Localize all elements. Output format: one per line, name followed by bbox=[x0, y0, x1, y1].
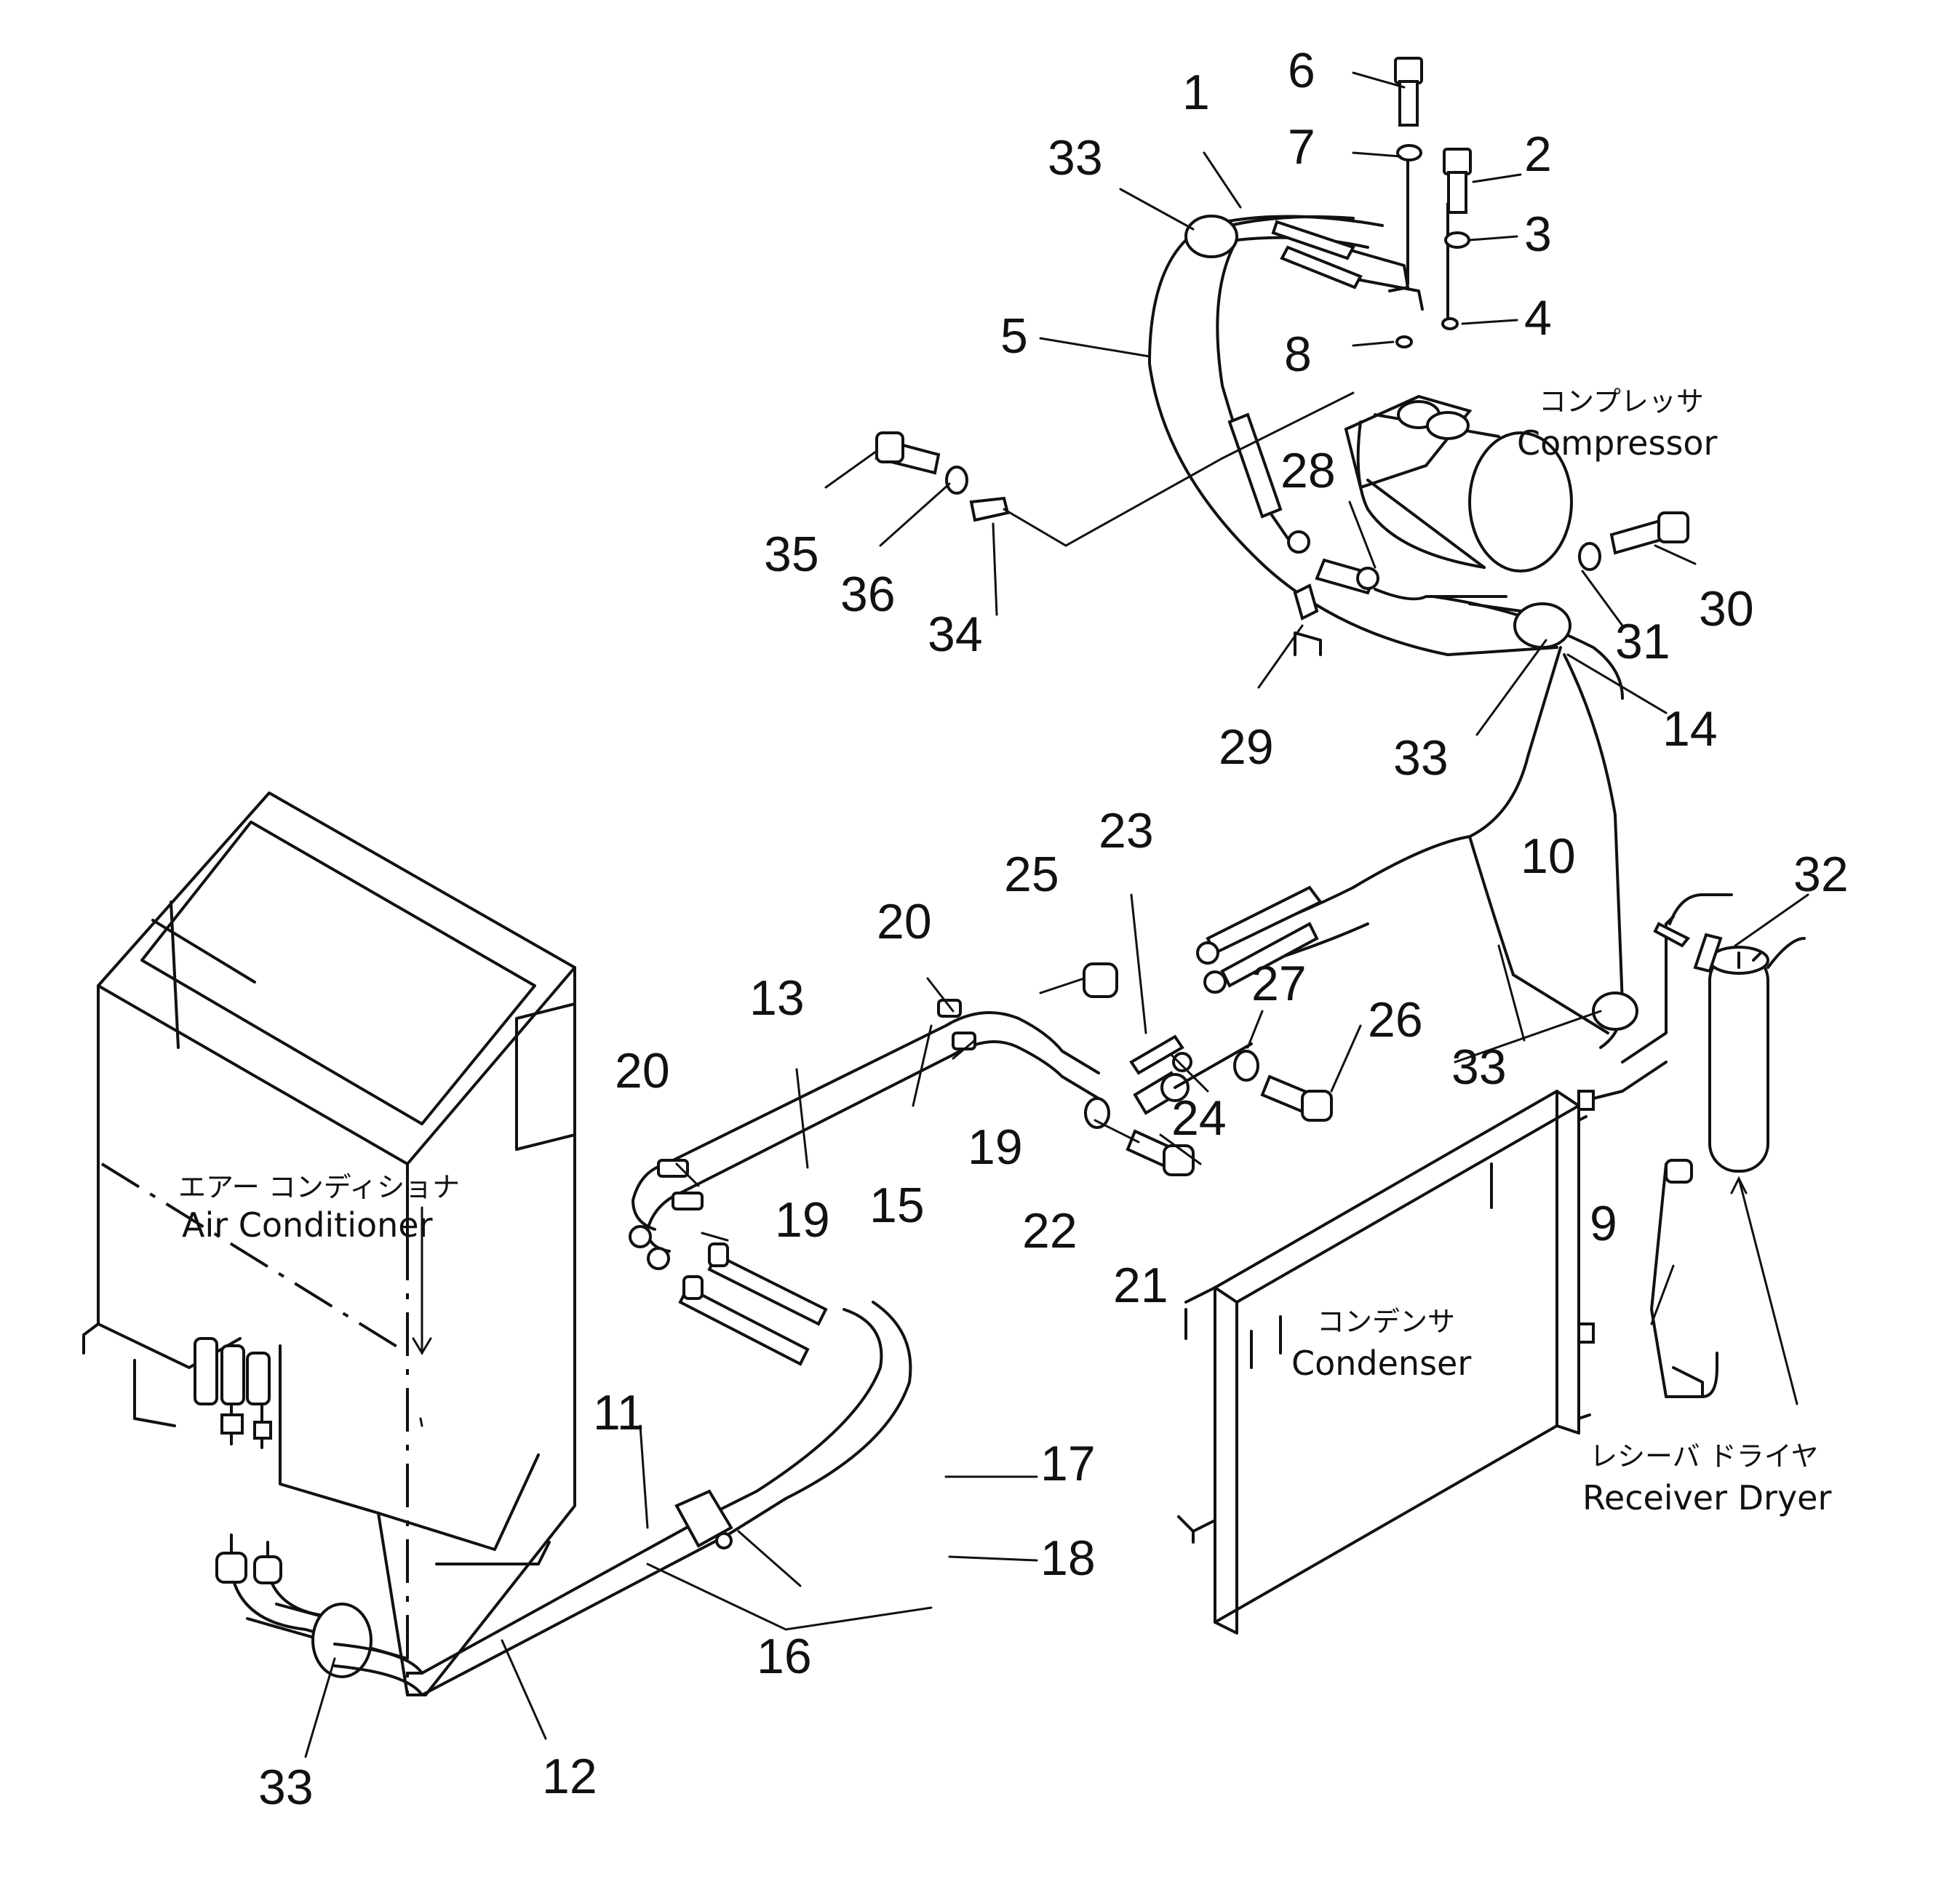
callout-1: 1 bbox=[1182, 65, 1210, 120]
callout-30: 30 bbox=[1699, 581, 1754, 637]
callout-29: 29 bbox=[1219, 719, 1274, 775]
callout-19: 19 bbox=[775, 1192, 830, 1248]
callout-9: 9 bbox=[1590, 1196, 1617, 1251]
receiver-dryer-label: Receiver Dryer bbox=[1582, 1478, 1831, 1517]
hose-10-14 bbox=[1196, 646, 1638, 1049]
callout-33c: 33 bbox=[1451, 1040, 1507, 1095]
callout-28: 28 bbox=[1280, 443, 1336, 498]
callout-23: 23 bbox=[1099, 803, 1154, 858]
condenser bbox=[1177, 1061, 1668, 1635]
callout-21: 21 bbox=[1113, 1258, 1168, 1313]
callout-24: 24 bbox=[1171, 1090, 1227, 1146]
compressor-label: Compressor bbox=[1517, 423, 1718, 463]
callout-33d: 33 bbox=[258, 1760, 314, 1815]
callout-7: 7 bbox=[1288, 119, 1315, 175]
callout-32: 32 bbox=[1793, 847, 1849, 902]
callout-4: 4 bbox=[1524, 290, 1552, 346]
callout-5: 5 bbox=[1000, 308, 1028, 364]
callout-19b: 19 bbox=[968, 1120, 1023, 1175]
callout-15: 15 bbox=[869, 1178, 925, 1233]
callout-33b: 33 bbox=[1393, 730, 1449, 786]
fasteners-upper bbox=[875, 57, 1689, 656]
air-conditioner-label: Air Conditioner bbox=[182, 1205, 433, 1245]
hose-end-fittings bbox=[678, 1242, 828, 1366]
fasteners-lower bbox=[1084, 1050, 1333, 1176]
callout-6: 6 bbox=[1288, 43, 1315, 98]
callout-27: 27 bbox=[1251, 956, 1307, 1011]
callout-18: 18 bbox=[1040, 1531, 1096, 1586]
callout-13: 13 bbox=[749, 970, 805, 1026]
leader-lines bbox=[304, 71, 1809, 1758]
receiver-dryer-label-jp: レシーバ ドライヤ bbox=[1590, 1440, 1819, 1472]
callout-33a: 33 bbox=[1048, 130, 1103, 185]
callout-20b: 20 bbox=[877, 894, 932, 949]
callout-26: 26 bbox=[1368, 992, 1423, 1048]
callout-25: 25 bbox=[1004, 847, 1059, 902]
callout-2: 2 bbox=[1524, 127, 1552, 182]
hose-1-5 bbox=[1148, 144, 1624, 700]
callout-17: 17 bbox=[1040, 1436, 1096, 1491]
condenser-label-jp: コンデンサ bbox=[1317, 1306, 1455, 1338]
air-conditioner-unit bbox=[82, 791, 576, 1696]
compressor-label-jp: コンプレッサ bbox=[1539, 386, 1704, 418]
clamp-16 bbox=[674, 1489, 733, 1549]
receiver-dryer bbox=[1621, 893, 1806, 1405]
callout-22: 22 bbox=[1022, 1203, 1077, 1258]
callout-36: 36 bbox=[840, 567, 896, 622]
callout-35: 35 bbox=[764, 527, 819, 582]
callout-numbers: 1 2 3 4 5 6 7 8 9 10 11 12 13 14 15 16 1… bbox=[258, 43, 1849, 1815]
pipe-13-15 bbox=[629, 999, 1100, 1270]
air-conditioner-label-jp: エアー コンディショナ bbox=[178, 1171, 460, 1203]
compressor bbox=[1344, 394, 1573, 573]
component-labels: コンプレッサ Compressor エアー コンディショナ Air Condit… bbox=[178, 386, 1831, 1517]
callout-3: 3 bbox=[1524, 207, 1552, 262]
callout-14: 14 bbox=[1662, 701, 1718, 757]
callout-8: 8 bbox=[1284, 327, 1312, 382]
callout-10: 10 bbox=[1521, 829, 1576, 884]
callout-20: 20 bbox=[615, 1043, 670, 1098]
condenser-label: Condenser bbox=[1291, 1344, 1471, 1383]
callout-34: 34 bbox=[928, 607, 983, 662]
callout-16: 16 bbox=[757, 1629, 812, 1684]
fittings-23-24-25 bbox=[1083, 962, 1253, 1115]
callout-11: 11 bbox=[593, 1385, 645, 1440]
callout-12: 12 bbox=[542, 1749, 597, 1804]
callout-31: 31 bbox=[1615, 614, 1670, 669]
hose-11-12 bbox=[215, 1301, 912, 1696]
